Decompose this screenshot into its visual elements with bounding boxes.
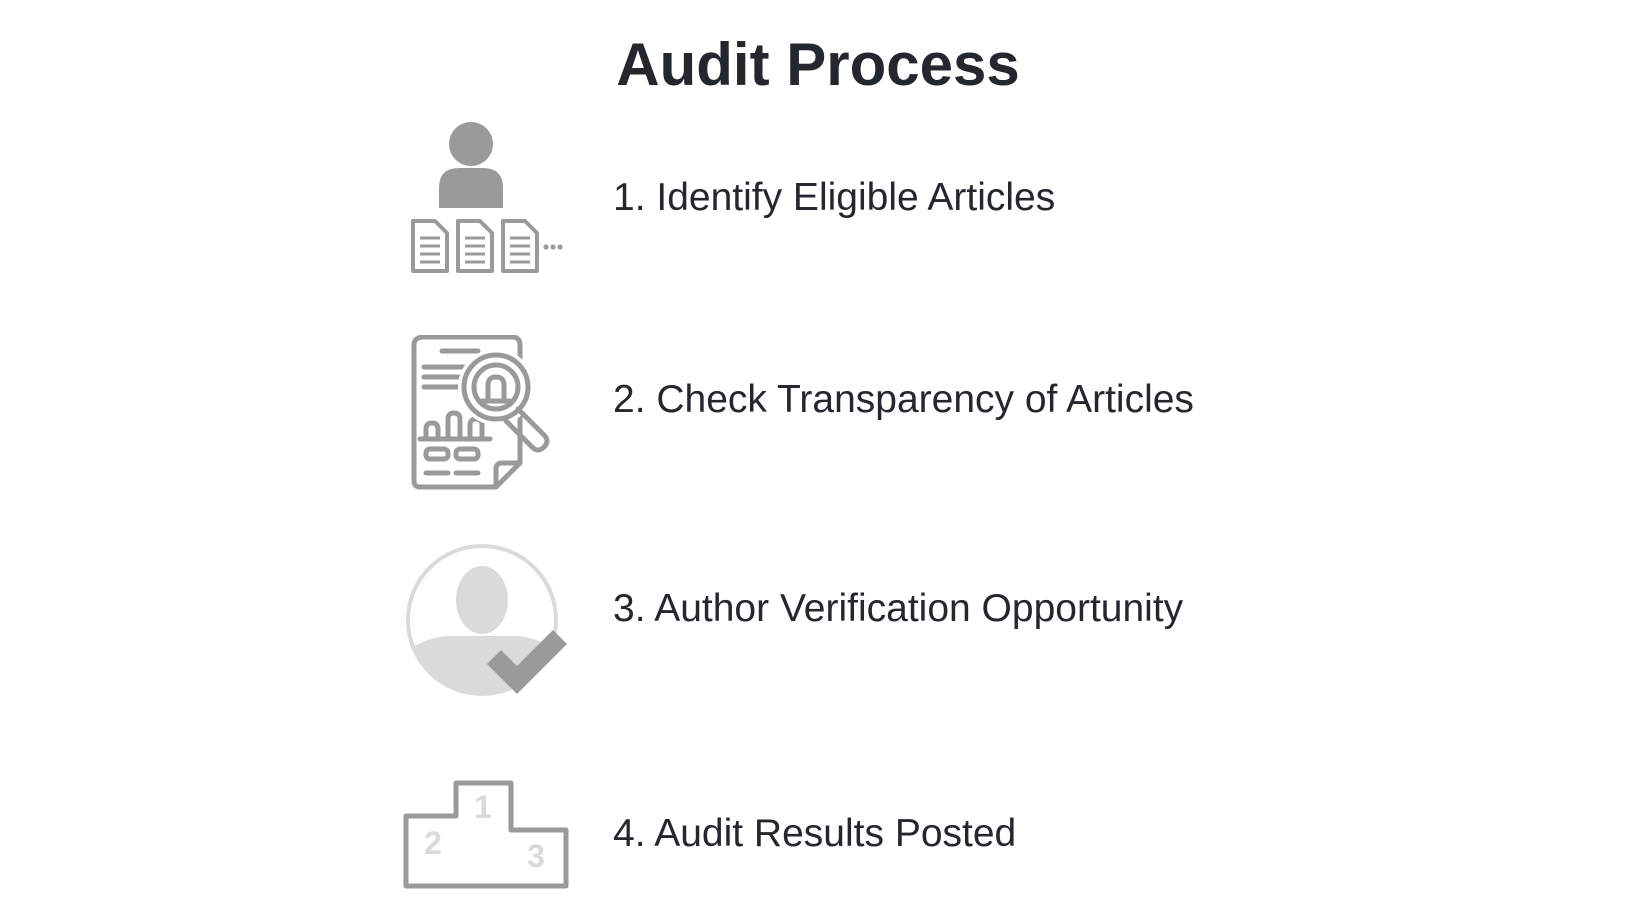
podium-number-3: 3 xyxy=(527,838,545,874)
podium-number-2: 2 xyxy=(424,825,442,861)
podium-icon: 1 2 3 xyxy=(403,780,569,889)
user-articles-icon xyxy=(411,122,563,273)
step-3-label: 3. Author Verification Opportunity xyxy=(613,587,1184,630)
diagram-title: Audit Process xyxy=(616,31,1020,98)
document-magnifier-icon xyxy=(411,335,550,490)
step-4-label: 4. Audit Results Posted xyxy=(613,812,1017,855)
verified-user-icon xyxy=(406,544,567,696)
step-1-label: 1. Identify Eligible Articles xyxy=(613,176,1056,219)
step-2-label: 2. Check Transparency of Articles xyxy=(613,378,1194,421)
podium-number-1: 1 xyxy=(474,789,492,825)
